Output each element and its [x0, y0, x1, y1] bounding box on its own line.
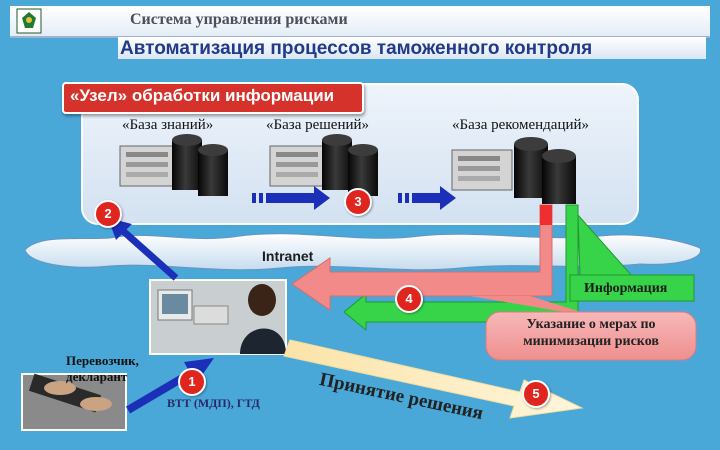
documents-label: ВТТ (МДП), ГТД	[167, 396, 260, 410]
node-label: «Узел» обработки информации	[70, 86, 335, 105]
measures-line-1: Указание о мерах по	[526, 317, 656, 332]
step-badge-4: 4	[395, 285, 423, 313]
flow-arrow-decision-to-recommendation	[398, 186, 456, 210]
intranet-cloud	[24, 233, 702, 271]
measures-arrow	[291, 204, 553, 311]
measures-arrow-stem	[540, 205, 552, 225]
server-recommendation-base	[451, 137, 576, 204]
decision-arrow	[283, 339, 584, 419]
information-label: Информация	[584, 281, 668, 296]
node-label-box	[62, 82, 364, 114]
server-decision-base	[269, 134, 378, 196]
header-bar	[10, 6, 710, 38]
carrier-label: Перевозчик, декларант	[66, 353, 139, 385]
inspector-photo	[149, 279, 287, 355]
step-badge-1: 1	[178, 368, 206, 396]
flow-arrow-knowledge-to-decision	[252, 186, 330, 210]
measures-line-2: минимизации рисков	[523, 334, 659, 349]
carrier-photo	[21, 373, 127, 431]
step-badge-2: 2	[94, 200, 122, 228]
information-box	[569, 274, 695, 302]
carrier-line-2: декларант	[66, 369, 128, 384]
recommendation-base-label: «База рекомендаций»	[452, 117, 590, 133]
decision-base-label: «База решений»	[266, 117, 370, 133]
intranet-label: Intranet	[262, 248, 314, 264]
step-badge-5: 5	[522, 380, 550, 408]
subtitle-bar	[118, 37, 706, 59]
knowledge-base-label: «База знаний»	[122, 117, 214, 133]
carrier-line-1: Перевозчик,	[66, 353, 139, 368]
measures-label: Указание о мерах по минимизации рисков	[486, 316, 696, 350]
customs-emblem-icon	[16, 8, 42, 34]
server-knowledge-base	[119, 134, 228, 196]
step-badge-3: 3	[344, 188, 372, 216]
measures-box	[485, 311, 697, 361]
system-title: Система управления рисками	[130, 11, 348, 28]
page-subtitle: Автоматизация процессов таможенного конт…	[120, 38, 593, 59]
